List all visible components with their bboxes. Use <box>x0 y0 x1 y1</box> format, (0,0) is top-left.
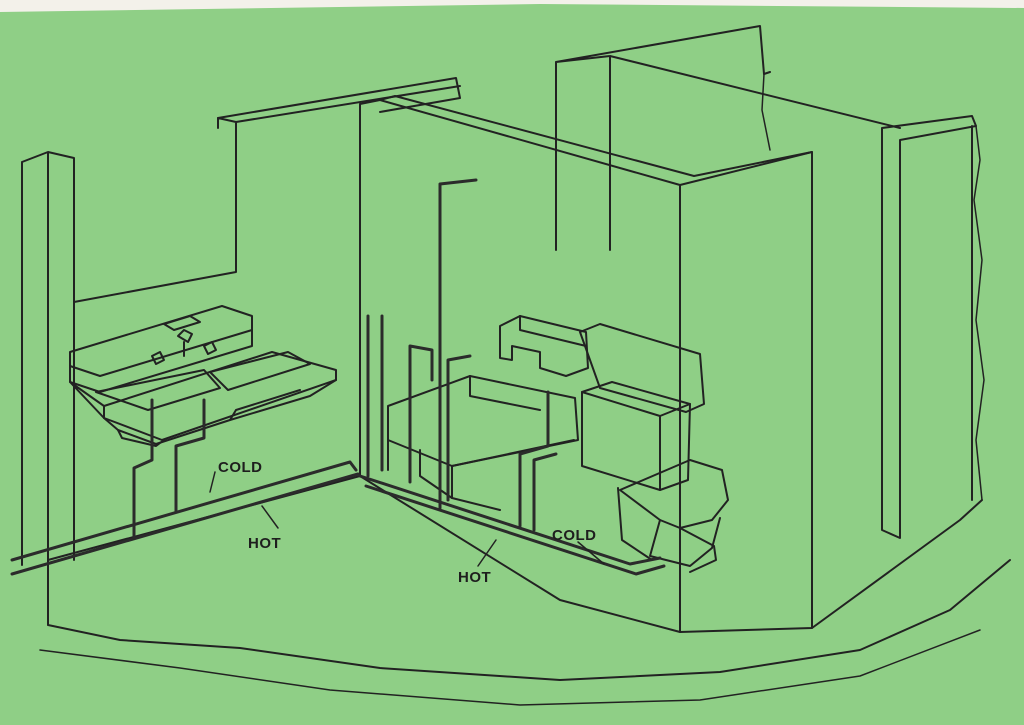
sink <box>69 305 337 447</box>
sink-supply-pipe-lower <box>10 472 360 576</box>
tub-riser-2 <box>446 354 472 502</box>
sink-supply-pipe-upper <box>10 460 358 562</box>
label-hot-bath: HOT <box>458 569 491 586</box>
toilet-riser-1 <box>518 390 550 528</box>
partition-cap <box>379 95 813 177</box>
floor-lower-edge <box>39 629 981 706</box>
pipes <box>10 178 666 576</box>
label-cold-bath: COLD <box>552 527 597 544</box>
sink-riser-left <box>132 398 154 540</box>
ragged-edge <box>761 73 985 501</box>
bath-supply-pipe-lower <box>364 484 666 576</box>
right-wall <box>881 115 977 539</box>
paper-background <box>0 4 1024 725</box>
label-cold-sink: COLD <box>218 459 263 476</box>
back-partition <box>555 25 901 251</box>
back-wall-left <box>73 77 461 561</box>
shower-riser <box>438 178 478 510</box>
sink-riser-right <box>174 398 206 514</box>
bath-supply-pipe-upper <box>358 474 662 566</box>
label-hot-sink: HOT <box>248 535 281 552</box>
toilet <box>499 315 729 573</box>
leader-bath-hot <box>477 539 497 567</box>
leader-sink-hot <box>261 505 279 529</box>
toilet-riser-2 <box>532 452 558 532</box>
tub-riser-1 <box>408 344 434 484</box>
leader-bath-cold <box>577 541 605 565</box>
left-wall <box>21 117 237 566</box>
bathtub <box>387 375 579 511</box>
leader-sink-cold <box>209 471 216 493</box>
